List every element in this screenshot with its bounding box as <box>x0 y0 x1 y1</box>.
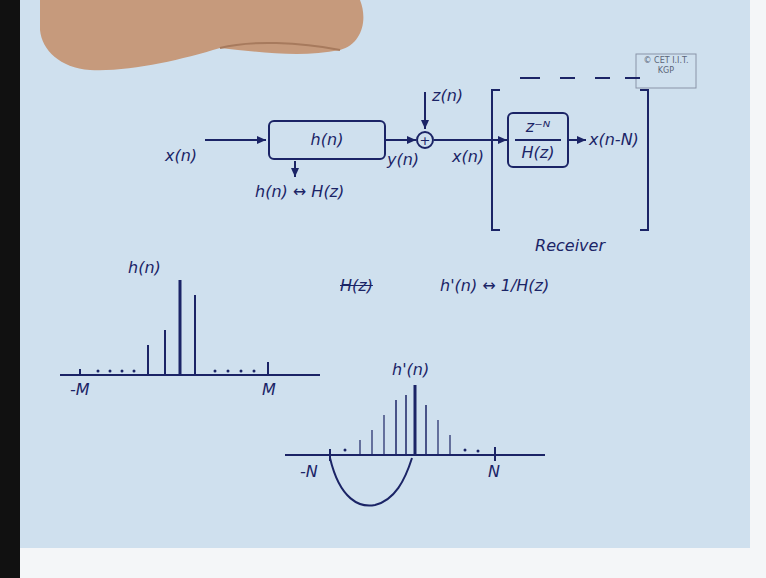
hand-crease <box>220 43 340 50</box>
transform-pair: h'(n) ↔ 1/H(z) <box>440 276 549 296</box>
signal-name: x(n) <box>165 146 197 166</box>
output-arrow <box>569 139 586 141</box>
struck-note: H(z) <box>340 276 373 296</box>
node-text: z⁻ᴺ <box>526 117 550 137</box>
signal-name: y(n) <box>387 150 419 170</box>
watermark-frame <box>636 54 696 88</box>
edge-strip <box>0 0 20 578</box>
axis-tick-label: N <box>488 462 500 482</box>
sum-sign: + <box>420 134 431 147</box>
paper <box>20 0 750 548</box>
group-heading: Receiver <box>490 236 650 256</box>
input-arrow <box>205 139 266 141</box>
filter-box: h(n) <box>268 120 386 160</box>
noise-arrow <box>424 92 426 129</box>
plot-label: h(n) <box>128 258 161 278</box>
bracket-outline <box>490 88 650 232</box>
signal-name: x(n-N) <box>589 130 639 150</box>
down-arrow <box>294 161 296 177</box>
hand <box>40 0 363 70</box>
impulse-plot-hprime <box>285 385 545 506</box>
dashes <box>520 77 640 79</box>
axis-tick-label: -M <box>70 380 90 400</box>
plot-label: h'(n) <box>392 360 429 380</box>
node-text: h(n) <box>311 130 344 150</box>
axis-tick-label: M <box>262 380 276 400</box>
transform-pair: h(n) ↔ H(z) <box>255 182 344 202</box>
inverse-filter-box: z⁻ᴺH(z) <box>507 112 569 168</box>
fraction-bar <box>515 139 561 141</box>
impulse-plot-h <box>60 280 320 375</box>
signal-arrow <box>386 139 416 141</box>
signal-arrow <box>434 139 507 141</box>
signal-name: x(n) <box>452 147 484 167</box>
node-text: H(z) <box>522 143 555 163</box>
receiver-bracket: Receiverz⁻ᴺH(z) <box>490 88 650 232</box>
watermark: © CET I.I.T. KGP <box>640 56 692 76</box>
signal-name: z(n) <box>432 86 463 106</box>
axis-tick-label: -N <box>300 462 318 482</box>
summing-junction: + <box>416 131 434 149</box>
